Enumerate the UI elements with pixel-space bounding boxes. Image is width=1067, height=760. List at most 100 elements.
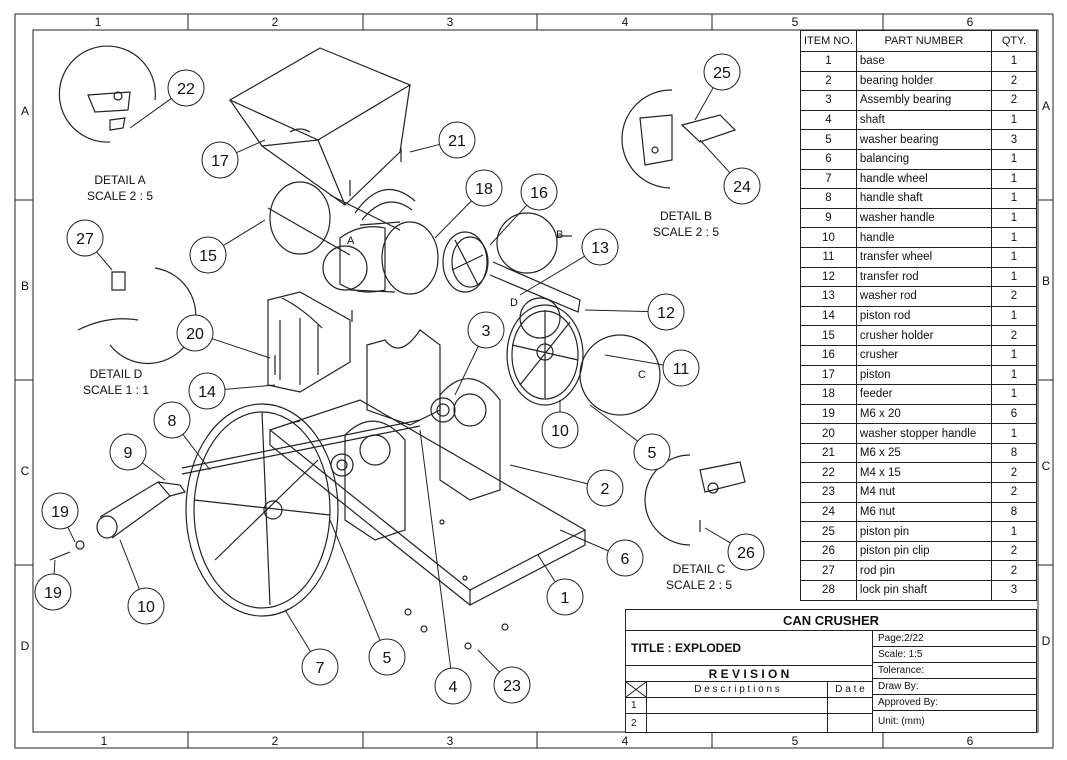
balloon-leader [119,539,140,590]
balloon-leader [699,139,731,174]
bom-quantity: 1 [991,305,1037,327]
zone-row-label-left: A [21,104,29,118]
balloon-circle [188,372,226,410]
bom-part-number: M6 nut [855,501,993,523]
zone-column-label-top: 6 [967,15,974,29]
balloon-circle [201,141,239,179]
bom-part-number: shaft [855,109,993,131]
bom-part-number: washer handle [855,207,993,229]
balloon-circle [662,349,700,387]
balloon-circle [633,433,671,471]
zone-column-label-top: 4 [622,15,629,29]
zone-row-label-right: D [1042,634,1051,648]
zone-column-label-bottom: 4 [622,734,629,748]
bom-quantity: 8 [991,501,1037,523]
bom-part-number: M4 nut [855,482,993,503]
balloon-circle [520,173,558,211]
balloon-number: 3 [482,323,491,340]
bom-quantity: 1 [991,51,1037,72]
units: Unit: (mm) [872,710,1037,733]
revision-row-1-desc [646,697,828,714]
bom-part-number: balancing [855,148,993,170]
zone-row-label-right: B [1042,274,1050,288]
balloon-number: 14 [198,384,216,401]
balloon-circle [368,638,406,676]
bom-part-number: washer stopper handle [855,423,993,444]
bom-part-number: washer bearing [855,129,993,150]
base-part [268,399,587,606]
balloon-number: 20 [186,326,204,343]
balloon-circle [167,69,205,107]
balloon-circle [189,236,227,274]
balloon-leader [224,384,276,390]
bom-quantity: 2 [991,462,1037,484]
bom-quantity: 1 [991,168,1037,190]
bom-item-number: 8 [800,188,857,209]
bom-part-number: handle shaft [855,188,993,209]
bom-quantity: 1 [991,227,1037,248]
bom-quantity: 1 [991,521,1037,542]
balloon-circle [176,314,214,352]
bom-quantity: 3 [991,129,1037,150]
bom-quantity: 2 [991,70,1037,92]
bom-quantity: 2 [991,540,1037,562]
balloon-circle [41,492,79,530]
bom-item-number: 27 [800,560,857,582]
date-header: D a t e [827,681,873,698]
bom-item-number: 13 [800,286,857,307]
balloon-leader [236,139,266,154]
balloon-circle [34,573,72,611]
balloon-number: 22 [177,81,195,98]
balloon-leader [604,354,664,366]
bom-quantity: 3 [991,580,1037,601]
bom-part-number: lock pin shaft [855,580,993,601]
detail-marker-b: B [556,229,563,241]
revision-header: R E V I S I O N [625,665,873,682]
page-number: Page:2/22 [872,630,1037,647]
balloon-leader [537,554,556,583]
bom-item-number: 17 [800,364,857,386]
approved-by: Approved By: [872,694,1037,711]
balloon-leader [419,429,452,669]
balloon-circle [109,433,147,471]
balloon-leader [223,219,266,247]
bom-item-number: 9 [800,207,857,229]
balloon-number: 15 [199,248,217,265]
bom-item-number: 7 [800,168,857,190]
detail-d-art [77,267,197,365]
detail-marker-d: D [510,297,518,309]
balloon-leader [142,462,166,481]
balloon-circle [703,53,741,91]
revision-marker-icon [625,681,647,698]
bom-part-number: crusher holder [855,325,993,346]
balloon-leader [182,434,211,471]
balloon-leader [589,404,638,442]
bom-item-number: 19 [800,403,857,425]
bom-item-number: 14 [800,305,857,327]
bom-quantity: 2 [991,482,1037,503]
bom-header-part: PART NUMBER [855,30,993,52]
balloon-circle [541,411,579,449]
bom-part-number: M4 x 15 [855,462,993,484]
bom-quantity: 2 [991,90,1037,111]
balloon-leader [284,609,312,652]
detail-d-title: DETAIL D [90,367,143,381]
bom-part-number: base [855,51,993,72]
bom-quantity: 1 [991,246,1037,268]
bom-quantity: 2 [991,286,1037,307]
detail-a-scale: SCALE 2 : 5 [87,189,153,203]
bom-item-number: 16 [800,344,857,366]
bom-item-number: 21 [800,442,857,464]
balloon-circle [301,648,339,686]
balloon-number: 16 [530,185,548,202]
balloon-circle [727,533,765,571]
